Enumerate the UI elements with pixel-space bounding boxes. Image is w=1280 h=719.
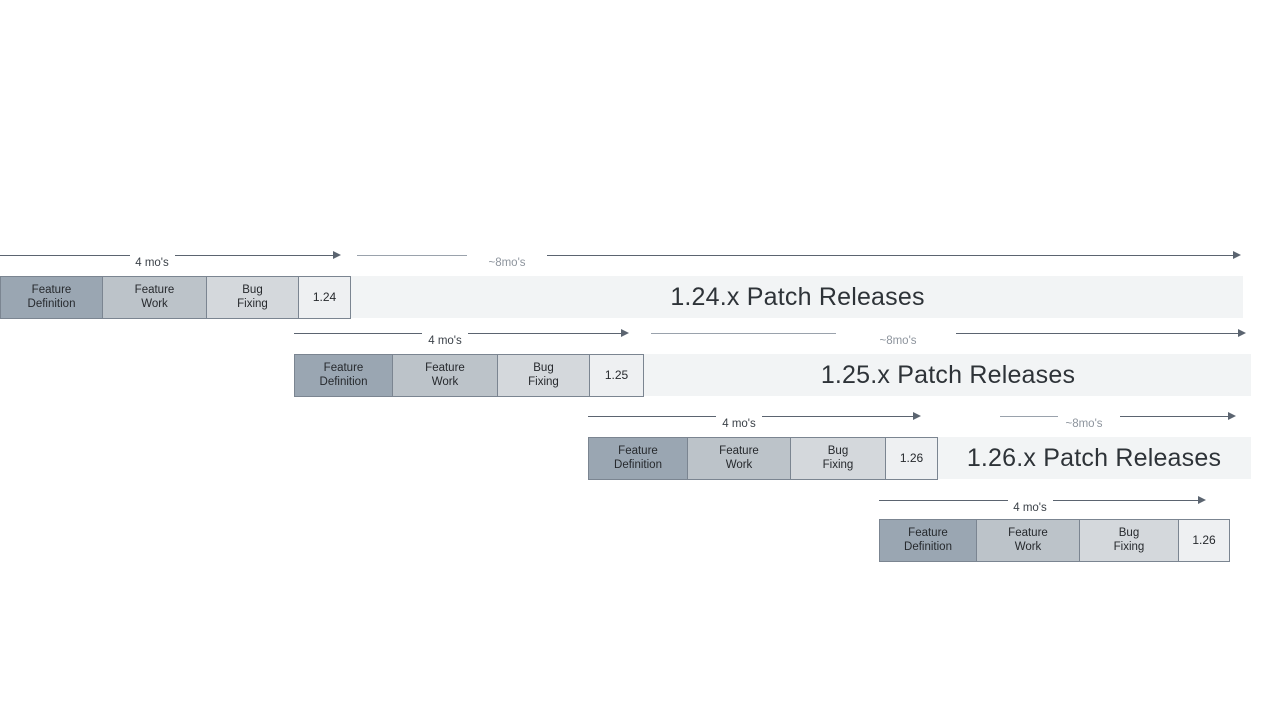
phase-box-bug-fixing[interactable]: Bug Fixing bbox=[206, 276, 299, 319]
phase-label-line1: Bug bbox=[533, 362, 554, 374]
phase-label-line1: Feature bbox=[31, 284, 72, 296]
phase-box-version[interactable]: 1.25 bbox=[589, 354, 644, 397]
phase-label-line1: Feature bbox=[134, 284, 175, 296]
phase-track-next: Feature Definition Feature Work Bug Fixi… bbox=[879, 519, 1230, 562]
duration-arrow-dev-1-26: 4 mo's bbox=[588, 410, 936, 432]
phase-label-line1: Feature bbox=[323, 362, 364, 374]
patch-release-label-1-26: 1.26.x Patch Releases bbox=[966, 443, 1222, 472]
phase-track-1-24: Feature Definition Feature Work Bug Fixi… bbox=[0, 276, 351, 319]
phase-box-feature-definition[interactable]: Feature Definition bbox=[0, 276, 103, 319]
phase-box-bug-fixing[interactable]: Bug Fixing bbox=[497, 354, 590, 397]
version-label: 1.25 bbox=[604, 367, 629, 382]
phase-label-line2: Work bbox=[141, 297, 168, 310]
phase-label-line2: Fixing bbox=[528, 375, 559, 388]
phase-box-feature-work[interactable]: Feature Work bbox=[102, 276, 207, 319]
phase-label-line2: Fixing bbox=[822, 458, 854, 471]
arrow-label-patch: ~8mo's bbox=[1065, 418, 1103, 430]
phase-label-line2: Fixing bbox=[237, 297, 268, 310]
duration-arrow-dev-1-25: 4 mo's bbox=[294, 327, 646, 349]
phase-box-bug-fixing[interactable]: Bug Fixing bbox=[1079, 519, 1179, 562]
arrow-line-right bbox=[468, 333, 623, 334]
version-label: 1.26 bbox=[1192, 532, 1216, 547]
phase-box-feature-work[interactable]: Feature Work bbox=[976, 519, 1080, 562]
patch-release-band-label-wrap-1-24: 1.24.x Patch Releases bbox=[352, 276, 1243, 318]
phase-label-line1: Feature bbox=[719, 445, 759, 457]
phase-label-line2: Work bbox=[725, 458, 753, 471]
phase-box-feature-work[interactable]: Feature Work bbox=[687, 437, 791, 480]
phase-label-line2: Fixing bbox=[1113, 540, 1145, 553]
duration-arrow-patch-1-26: ~8mo's bbox=[1000, 410, 1251, 432]
arrow-line-right bbox=[956, 333, 1240, 334]
phase-label-line2: Definition bbox=[614, 458, 662, 471]
arrow-label-dev: 4 mo's bbox=[428, 335, 462, 347]
version-label: 1.26 bbox=[899, 450, 924, 465]
arrow-line-left bbox=[651, 333, 836, 334]
phase-label-line2: Definition bbox=[319, 375, 368, 388]
phase-label-line1: Feature bbox=[1008, 527, 1048, 539]
arrow-head-dev bbox=[1198, 496, 1206, 504]
arrow-line-left bbox=[0, 255, 130, 256]
arrow-head-patch bbox=[1228, 412, 1236, 420]
arrow-label-patch: ~8mo's bbox=[488, 257, 526, 269]
phase-box-version[interactable]: 1.24 bbox=[298, 276, 351, 319]
arrow-line-left bbox=[1000, 416, 1058, 417]
phase-label-line1: Bug bbox=[1118, 527, 1140, 539]
phase-label-line2: Work bbox=[1014, 540, 1042, 553]
arrow-line-left bbox=[357, 255, 467, 256]
phase-box-feature-definition[interactable]: Feature Definition bbox=[879, 519, 977, 562]
arrow-line-right bbox=[1120, 416, 1230, 417]
arrow-head-dev bbox=[621, 329, 629, 337]
phase-box-feature-definition[interactable]: Feature Definition bbox=[588, 437, 688, 480]
phase-track-1-26: Feature Definition Feature Work Bug Fixi… bbox=[588, 437, 938, 480]
duration-arrow-patch-1-24: ~8mo's bbox=[357, 249, 1243, 271]
patch-release-label-1-25: 1.25.x Patch Releases bbox=[820, 360, 1076, 389]
phase-box-feature-work[interactable]: Feature Work bbox=[392, 354, 498, 397]
phase-track-1-25: Feature Definition Feature Work Bug Fixi… bbox=[294, 354, 644, 397]
phase-label-line2: Definition bbox=[904, 540, 952, 553]
phase-label-line2: Definition bbox=[27, 297, 76, 310]
duration-arrow-dev-next: 4 mo's bbox=[879, 494, 1211, 516]
phase-label-line1: Feature bbox=[908, 527, 948, 539]
phase-box-feature-definition[interactable]: Feature Definition bbox=[294, 354, 393, 397]
patch-release-label-1-24: 1.24.x Patch Releases bbox=[670, 282, 925, 311]
version-label: 1.24 bbox=[312, 289, 337, 304]
arrow-head-dev bbox=[913, 412, 921, 420]
phase-label-line1: Bug bbox=[242, 284, 263, 296]
phase-label-line1: Bug bbox=[827, 445, 849, 457]
patch-release-band-label-wrap-1-26: 1.26.x Patch Releases bbox=[937, 437, 1251, 479]
phase-label-line1: Feature bbox=[425, 362, 465, 374]
arrow-label-patch: ~8mo's bbox=[879, 335, 917, 347]
arrow-line-right bbox=[762, 416, 915, 417]
patch-release-band-label-wrap-1-25: 1.25.x Patch Releases bbox=[645, 354, 1251, 396]
arrow-line-right bbox=[547, 255, 1235, 256]
phase-label-line2: Work bbox=[431, 375, 459, 388]
phase-box-version[interactable]: 1.26 bbox=[885, 437, 938, 480]
arrow-label-dev: 4 mo's bbox=[722, 418, 756, 430]
phase-box-version[interactable]: 1.26 bbox=[1178, 519, 1230, 562]
arrow-label-dev: 4 mo's bbox=[135, 257, 169, 269]
duration-arrow-dev-1-24: 4 mo's bbox=[0, 249, 352, 271]
arrow-head-patch bbox=[1233, 251, 1241, 259]
arrow-line-left bbox=[294, 333, 422, 334]
arrow-head-dev bbox=[333, 251, 341, 259]
duration-arrow-patch-1-25: ~8mo's bbox=[651, 327, 1251, 349]
arrow-line-left bbox=[879, 500, 1008, 501]
phase-box-bug-fixing[interactable]: Bug Fixing bbox=[790, 437, 886, 480]
arrow-line-right bbox=[175, 255, 335, 256]
arrow-line-right bbox=[1053, 500, 1200, 501]
arrow-head-patch bbox=[1238, 329, 1246, 337]
arrow-line-left bbox=[588, 416, 716, 417]
arrow-label-dev: 4 mo's bbox=[1013, 502, 1047, 514]
phase-label-line1: Feature bbox=[618, 445, 658, 457]
